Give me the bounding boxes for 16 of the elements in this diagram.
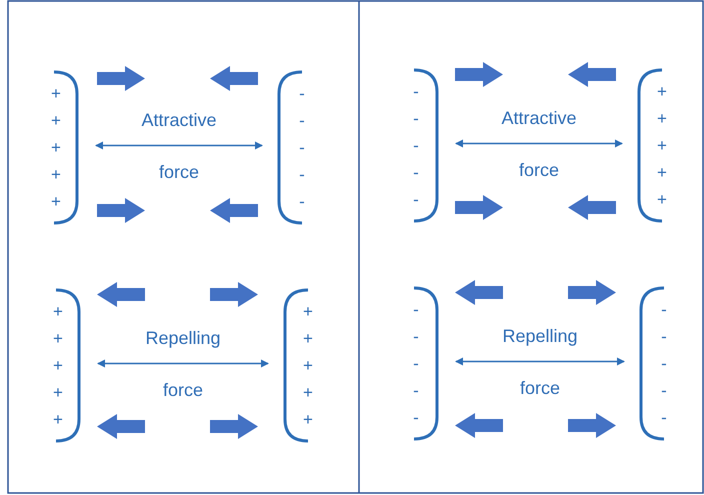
edge-label: Attractive force <box>500 106 578 182</box>
double-arrow <box>455 358 625 366</box>
charge-signs: - - - - - <box>412 299 420 429</box>
edge-label: Repelling force <box>144 326 222 402</box>
charge-signs: + + + + + <box>656 81 668 211</box>
charge-signs: + + + + + <box>302 301 314 431</box>
charge-signs: + + + + + <box>52 301 64 431</box>
double-arrow <box>455 140 623 148</box>
charge-signs: - - - - - <box>412 81 420 211</box>
edge-label: Repelling force <box>501 324 579 400</box>
charge-signs: - - - - - <box>660 299 668 429</box>
edge-label: Attractive force <box>140 108 218 184</box>
double-arrow <box>95 142 263 150</box>
charge-signs: - - - - - <box>298 83 306 213</box>
charge-signs: + + + + + <box>50 83 62 213</box>
double-arrow <box>97 360 269 368</box>
